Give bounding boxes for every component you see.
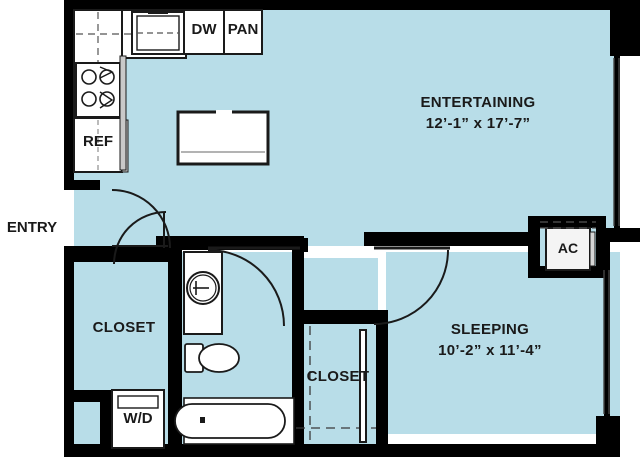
wall-entry-left [64,246,74,457]
ac-unit-side [589,231,596,267]
burner-3 [81,91,97,107]
wall-sleeping-header [364,232,530,246]
pantry [223,9,263,55]
closet-rods-group [359,329,367,443]
kitchen-faucet [148,10,168,14]
kitchen-island-top [181,115,265,150]
wall-bottom [64,444,620,457]
walls-group [64,0,640,457]
burner-4 [99,91,115,107]
dishwasher [183,9,225,55]
wall-entry-jog-top [64,180,100,190]
floor-sleeping [386,252,620,434]
wall-right-lower-thin [604,268,610,416]
wall-ac-left [528,216,540,278]
wall-left-upper [64,0,74,190]
wall-hall-top [100,246,182,262]
laundry-group [111,389,165,449]
wall-right-lower [596,416,620,457]
wall-right-upper [610,0,640,56]
wall-closet-entry-nook2 [100,390,112,448]
bathtub [174,403,286,439]
refrigerator [73,117,123,173]
door-entry-closet-arc [113,211,167,265]
door-bathroom-arc [207,249,285,327]
range-knob-line-2 [99,91,114,109]
door-entry-arc [111,189,171,249]
wall-right-ac-jog2 [596,228,610,274]
windows-group [603,58,620,414]
door-bedroom-arc [373,249,449,325]
wall-closet-bed-right [376,310,388,444]
kitchen-group [73,9,270,173]
wall-mid-stub [300,238,308,252]
floor-entertaining [74,10,620,252]
wall-bath-left [168,236,182,448]
range [75,62,121,118]
range-knob-line-1 [99,66,114,79]
closet-bed-rod [359,329,367,443]
floor-closet-bedroom [300,258,378,444]
toilet-bowl [198,343,240,373]
burner-1 [81,69,97,85]
bathtub-drain [200,417,205,423]
doors-group [111,189,450,327]
counter-edge-shadow [119,55,127,171]
wall-right-mid-thin [614,56,620,228]
washer-dryer-controls [117,395,159,409]
wall-bath-right [292,250,304,448]
wall-closet-bed-top [292,310,388,324]
ac-unit [545,227,591,271]
wall-top [64,0,620,10]
bathroom-fixtures-group [174,251,295,445]
ac-group [540,221,596,271]
